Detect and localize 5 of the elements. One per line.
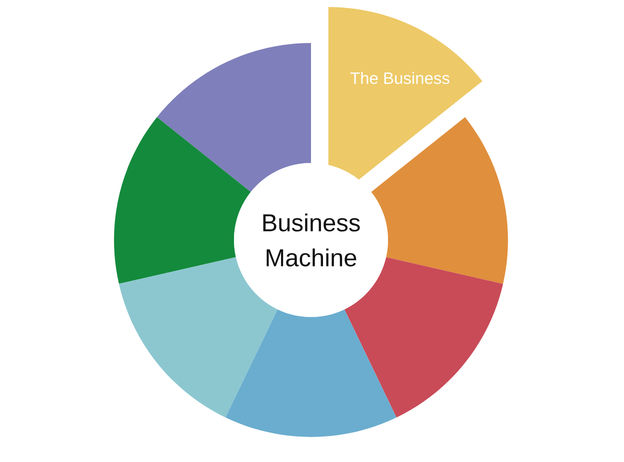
wheel-segment [157, 43, 311, 192]
wheel-segment: The Business [328, 6, 482, 180]
wheel-segment [226, 309, 396, 437]
wheel-segment [371, 117, 508, 284]
wheel-segment [114, 117, 251, 284]
